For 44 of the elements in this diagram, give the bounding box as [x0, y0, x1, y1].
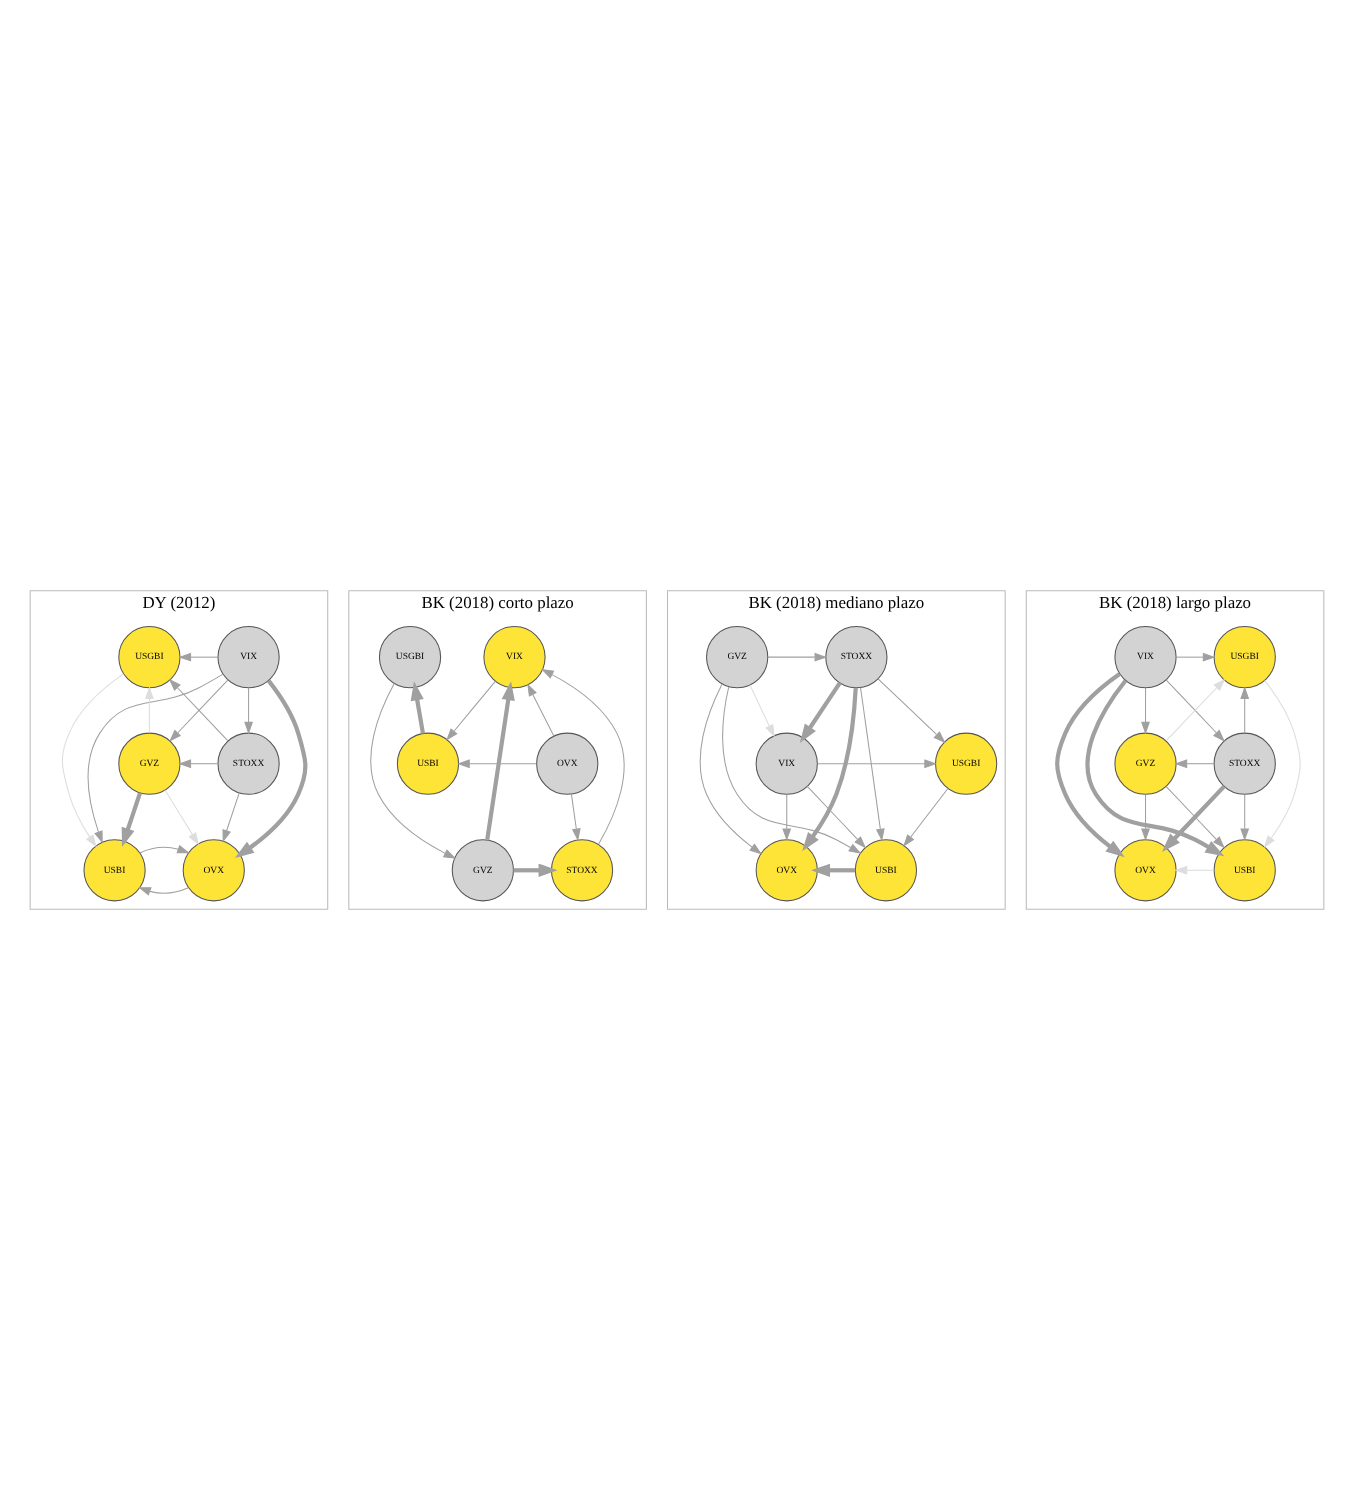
arrow	[144, 686, 154, 734]
arrow	[782, 793, 792, 842]
arrow	[749, 684, 775, 738]
arrow	[1240, 686, 1250, 734]
arrow	[1175, 652, 1216, 662]
arrow	[699, 683, 763, 855]
arrow	[1085, 679, 1225, 857]
arrow	[138, 887, 189, 896]
arrow	[817, 759, 937, 769]
arrow	[1240, 793, 1250, 842]
arrow	[1174, 865, 1215, 875]
arrow	[244, 687, 254, 735]
arrow	[87, 673, 224, 844]
arrow	[1263, 680, 1301, 849]
arrow	[121, 792, 142, 847]
arrow	[370, 683, 457, 859]
arrow	[860, 687, 885, 842]
arrow	[164, 789, 199, 846]
arrow	[806, 785, 867, 849]
arrow	[810, 863, 856, 877]
arrow	[541, 669, 625, 845]
arrow	[1174, 759, 1215, 769]
arrow	[570, 793, 581, 842]
arrow	[457, 759, 537, 769]
arrow	[527, 683, 555, 737]
arrow	[485, 681, 515, 841]
arrow	[222, 792, 240, 843]
arrow	[139, 844, 190, 854]
arrow	[513, 863, 558, 877]
arrow	[877, 678, 946, 744]
arrow	[802, 687, 858, 852]
arrow	[446, 680, 496, 741]
arrow	[1141, 793, 1150, 842]
arrow	[234, 679, 308, 858]
arrow	[767, 652, 828, 662]
arrow	[178, 759, 219, 769]
arrow	[410, 681, 426, 734]
arrow	[61, 673, 124, 848]
arrow	[1141, 687, 1150, 735]
arrow	[1055, 672, 1125, 858]
arrow	[903, 787, 949, 847]
arrow	[178, 652, 219, 662]
arrow	[722, 686, 862, 854]
arrow	[799, 681, 842, 744]
